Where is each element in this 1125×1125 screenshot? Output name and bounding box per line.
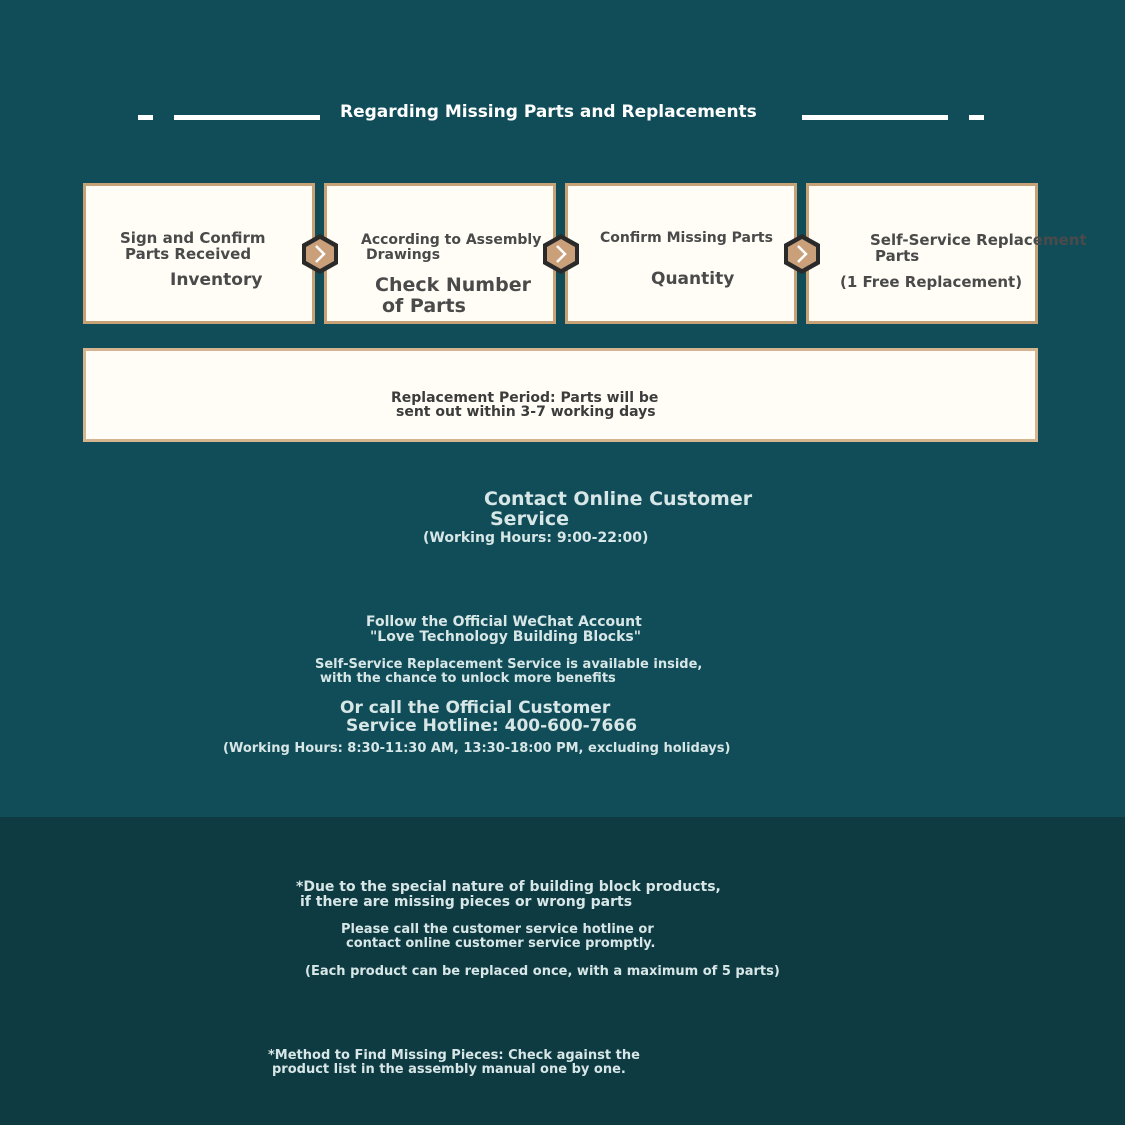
- note-line-5: (Each product can be replaced once, with…: [305, 964, 780, 979]
- chevron-right-icon: [302, 234, 338, 274]
- contact-line-2: Service: [490, 508, 569, 530]
- chevron-right-icon: [543, 234, 579, 274]
- step-2-line-2: Drawings: [366, 247, 441, 263]
- title-dash-right-long: [802, 115, 948, 120]
- step-4-line-1: Self-Service Replacement: [870, 231, 1087, 249]
- hotline-line-2: Service Hotline: 400-600-7666: [346, 716, 638, 736]
- note-line-1: *Due to the special nature of building b…: [296, 879, 721, 895]
- step-1-line-1: Sign and Confirm: [120, 229, 266, 247]
- step-3-line-1: Confirm Missing Parts: [600, 230, 773, 246]
- step-card-1: Sign and Confirm Parts Received Inventor…: [83, 183, 315, 324]
- wechat-line-1: Follow the Official WeChat Account: [366, 614, 642, 630]
- footer-section: [0, 817, 1125, 1125]
- title-dash-left-long: [174, 115, 320, 120]
- wechat-line-4: with the chance to unlock more benefits: [320, 671, 616, 686]
- period-line-1: Replacement Period: Parts will be: [391, 390, 659, 406]
- title-dash-left-short: [138, 115, 153, 120]
- step-card-4: Self-Service Replacement Parts (1 Free R…: [806, 183, 1087, 324]
- hotline-hours: (Working Hours: 8:30-11:30 AM, 13:30-18:…: [223, 741, 731, 756]
- note-line-7: product list in the assembly manual one …: [272, 1062, 626, 1077]
- step-4-line-2: Parts: [875, 247, 920, 265]
- step-card-3: Confirm Missing Parts Quantity: [565, 183, 797, 324]
- wechat-line-3: Self-Service Replacement Service is avai…: [315, 657, 703, 672]
- contact-line-1: Contact Online Customer: [484, 488, 753, 510]
- page-title: Regarding Missing Parts and Replacements: [340, 102, 757, 122]
- chevron-right-icon: [784, 234, 820, 274]
- replacement-period-box: Replacement Period: Parts will be sent o…: [83, 348, 1038, 442]
- step-1-line-2: Parts Received: [125, 245, 252, 263]
- step-card-2: According to Assembly Drawings Check Num…: [324, 183, 556, 324]
- step-3-line-2: Quantity: [651, 269, 735, 289]
- note-line-4: contact online customer service promptly…: [346, 936, 656, 951]
- step-1-line-3: Inventory: [170, 270, 263, 290]
- note-line-3: Please call the customer service hotline…: [341, 922, 654, 937]
- step-2-line-3: Check Number: [375, 274, 531, 296]
- contact-hours: (Working Hours: 9:00-22:00): [423, 530, 649, 546]
- title-row: Regarding Missing Parts and Replacements: [0, 100, 1125, 130]
- title-dash-right-short: [969, 115, 984, 120]
- step-2-line-1: According to Assembly: [361, 232, 542, 248]
- step-4-line-3: (1 Free Replacement): [840, 273, 1023, 291]
- note-line-2: if there are missing pieces or wrong par…: [300, 894, 633, 910]
- step-2-line-4: of Parts: [382, 295, 466, 317]
- hotline-line-1: Or call the Official Customer: [340, 698, 611, 718]
- note-line-6: *Method to Find Missing Pieces: Check ag…: [268, 1048, 640, 1063]
- wechat-line-2: "Love Technology Building Blocks": [370, 629, 642, 645]
- period-line-2: sent out within 3-7 working days: [396, 404, 656, 420]
